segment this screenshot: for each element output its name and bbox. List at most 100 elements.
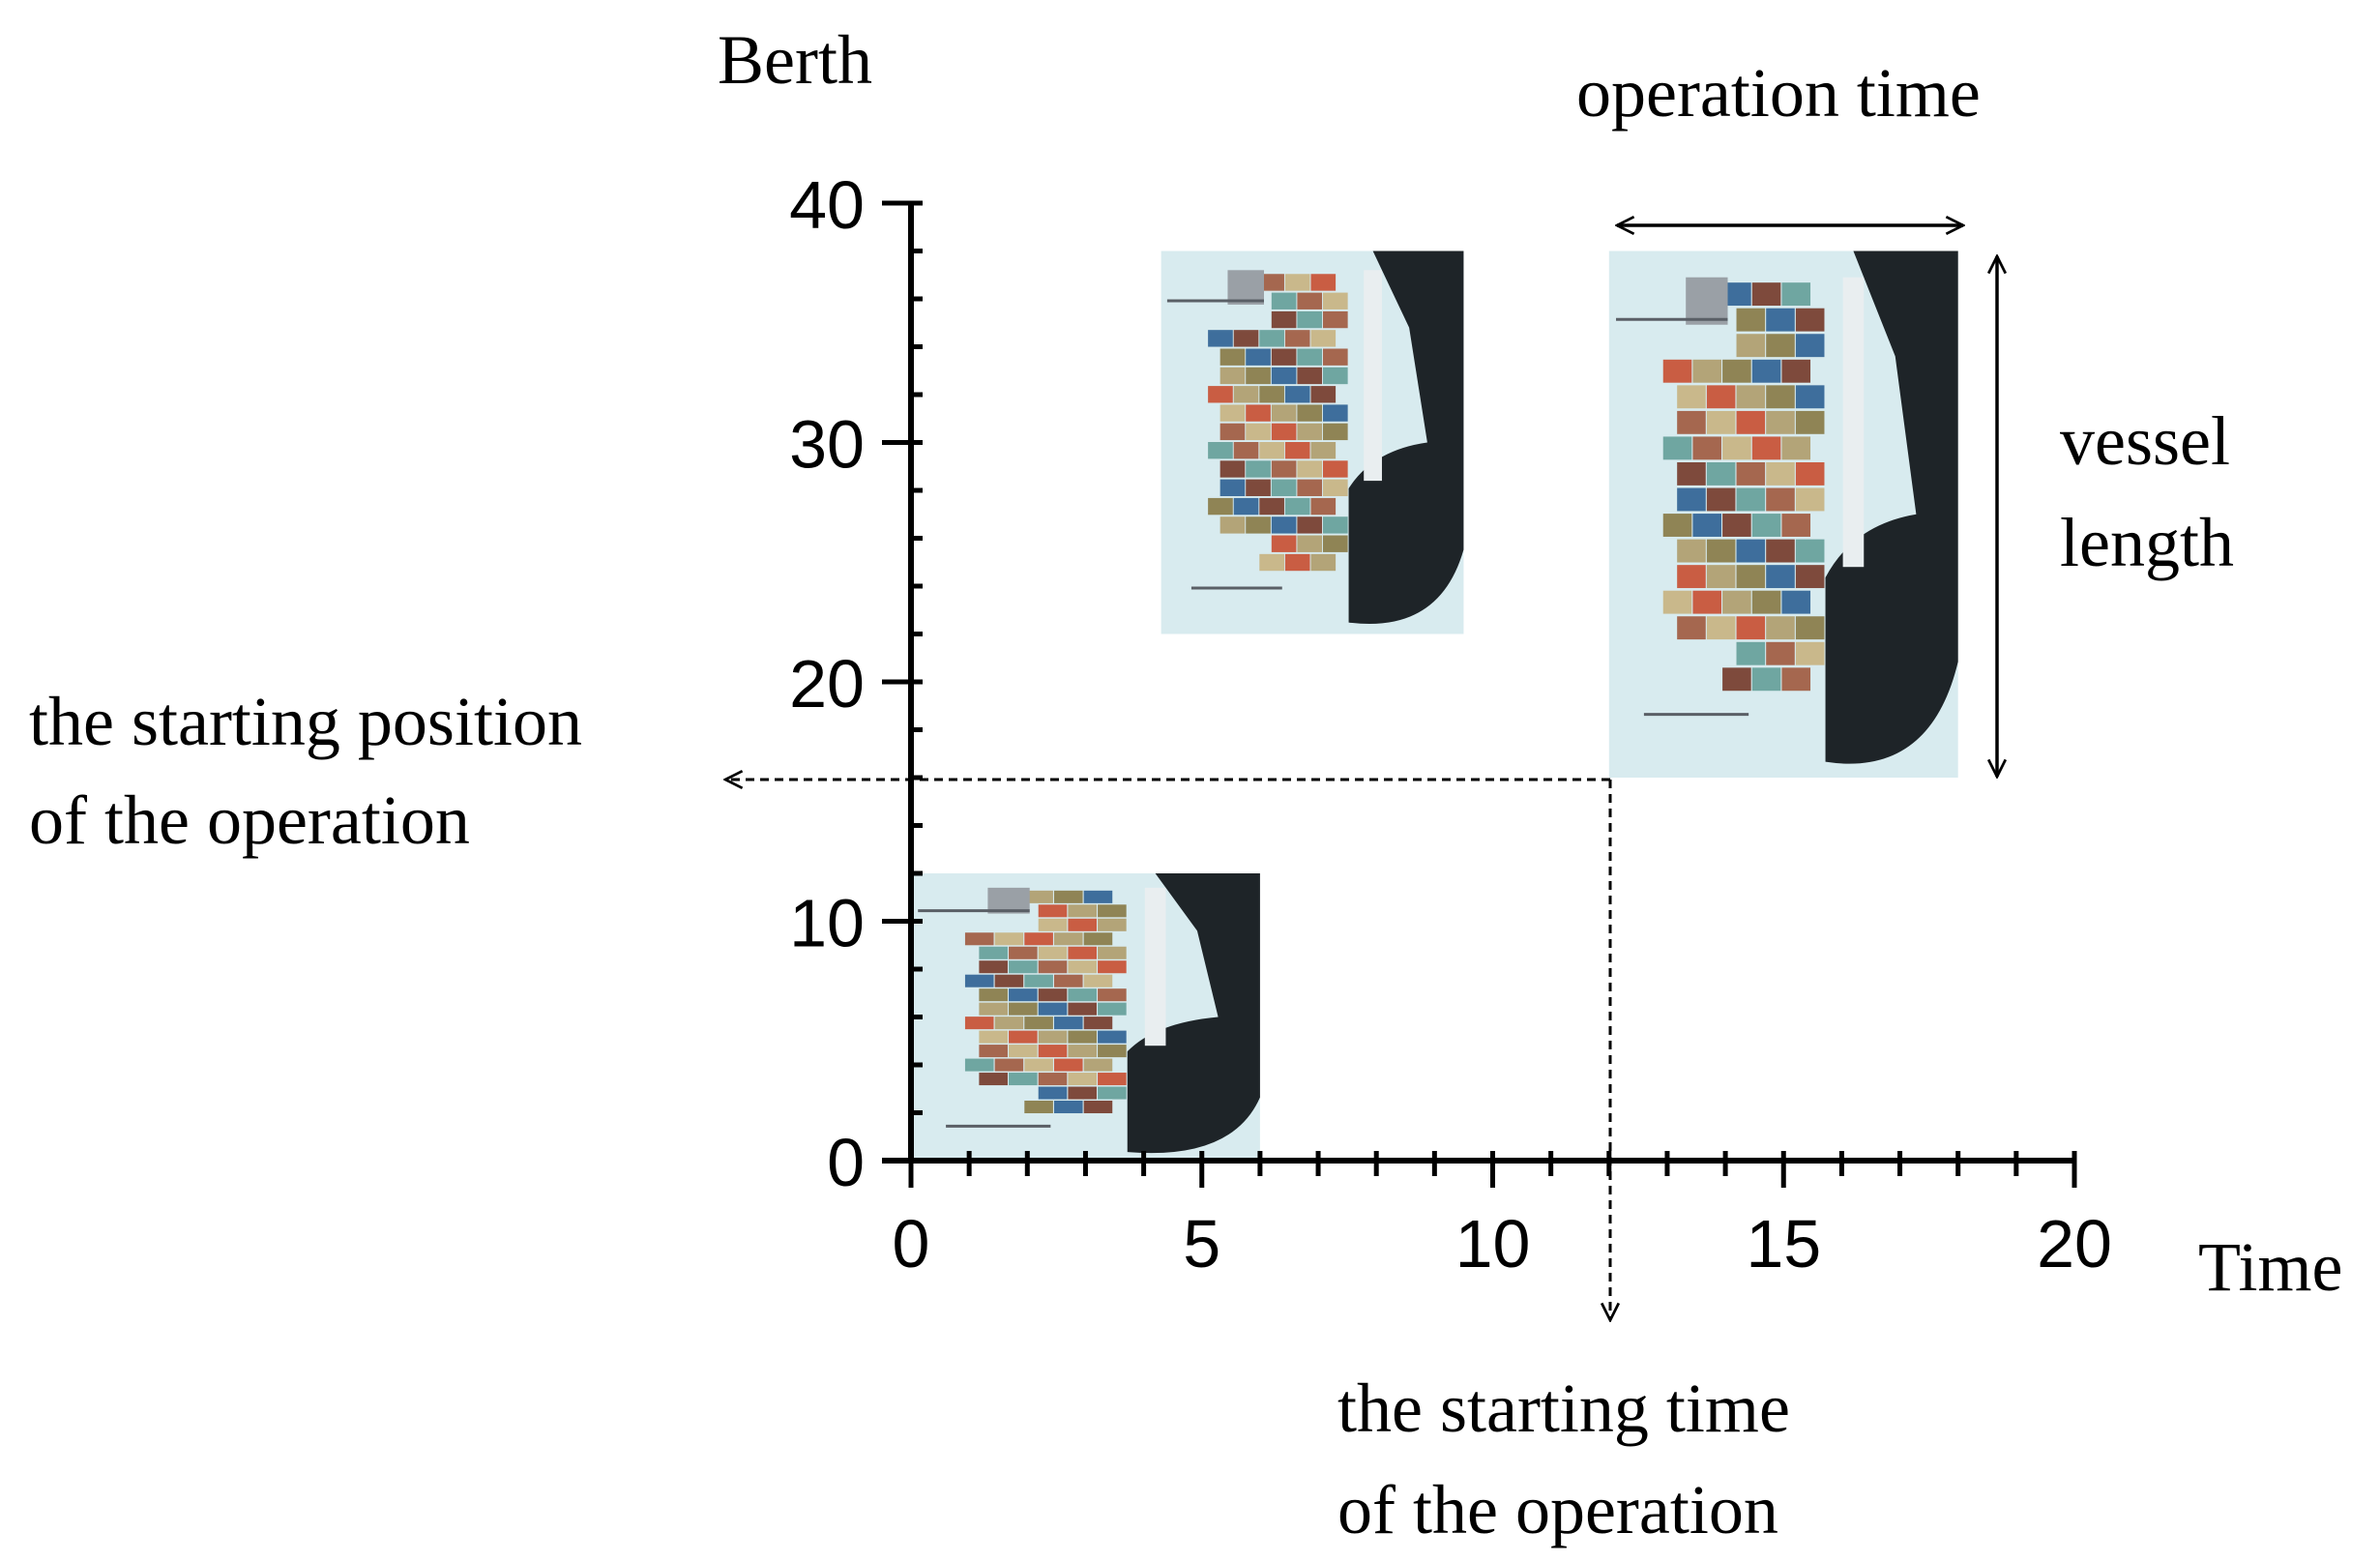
container — [1219, 348, 1246, 366]
container — [1271, 404, 1297, 422]
container — [1271, 516, 1297, 534]
container — [1219, 367, 1246, 385]
container — [1271, 479, 1297, 496]
container — [1677, 565, 1706, 589]
container — [1038, 1073, 1068, 1086]
container — [1259, 497, 1284, 516]
container — [1068, 1002, 1097, 1016]
container — [979, 1045, 1008, 1058]
y-axis-label: Berth — [718, 21, 872, 99]
container — [1736, 565, 1766, 589]
container — [1233, 386, 1259, 403]
container — [979, 1073, 1008, 1086]
container — [1795, 565, 1825, 589]
container — [1038, 1030, 1068, 1044]
container — [1677, 385, 1706, 409]
x-tick-label: 20 — [2037, 1206, 2112, 1282]
container — [1246, 348, 1271, 366]
container — [1722, 282, 1751, 307]
y-tick-label: 30 — [789, 407, 865, 483]
vessel-block — [1608, 251, 1958, 778]
container — [1722, 436, 1751, 460]
container — [1083, 1058, 1113, 1072]
container — [1662, 436, 1692, 460]
container — [1053, 974, 1083, 987]
container — [1736, 334, 1766, 358]
container — [1692, 359, 1722, 383]
container — [1053, 932, 1083, 946]
container — [979, 960, 1008, 974]
y-tick-label: 20 — [789, 646, 865, 722]
container — [1098, 1002, 1127, 1016]
vessel-block — [1161, 251, 1464, 634]
container — [1219, 423, 1246, 441]
container — [1751, 667, 1781, 692]
container — [1736, 410, 1766, 434]
container — [1795, 641, 1825, 665]
container — [979, 1030, 1008, 1044]
container — [1706, 616, 1736, 640]
container — [1098, 904, 1127, 918]
container — [1736, 641, 1766, 665]
vessel-bridge — [1227, 270, 1264, 305]
container — [1781, 590, 1811, 614]
container — [1322, 404, 1348, 422]
container — [1662, 590, 1692, 614]
container — [1751, 282, 1781, 307]
container — [1322, 348, 1348, 366]
container — [1038, 988, 1068, 1002]
container — [1297, 348, 1323, 366]
container — [1009, 1073, 1038, 1086]
container — [1795, 334, 1825, 358]
container — [1297, 310, 1323, 329]
container — [1068, 1045, 1097, 1058]
container — [1083, 974, 1113, 987]
container — [1098, 1073, 1127, 1086]
container — [1024, 1017, 1053, 1030]
container — [1208, 386, 1233, 403]
container — [1053, 1101, 1083, 1114]
container — [1722, 590, 1751, 614]
container — [1706, 487, 1736, 512]
container — [1322, 310, 1348, 329]
container — [1781, 359, 1811, 383]
container — [1024, 932, 1053, 946]
container — [1751, 590, 1781, 614]
container — [1795, 385, 1825, 409]
container — [1795, 539, 1825, 563]
container — [1766, 308, 1795, 332]
x-axis-label: Time — [2198, 1228, 2342, 1306]
container — [1297, 423, 1323, 441]
container — [1271, 292, 1297, 309]
container — [1692, 590, 1722, 614]
container — [1024, 1058, 1053, 1072]
container — [1662, 359, 1692, 383]
container — [1722, 359, 1751, 383]
container — [1083, 1101, 1113, 1114]
container — [1310, 553, 1337, 572]
container — [1098, 988, 1127, 1002]
container — [1322, 423, 1348, 441]
x-tick-label: 0 — [893, 1206, 930, 1282]
container — [1271, 310, 1297, 329]
container — [964, 1058, 994, 1072]
container — [1271, 535, 1297, 552]
container — [1310, 330, 1337, 347]
container — [1766, 385, 1795, 409]
container — [1795, 461, 1825, 486]
container — [1259, 442, 1284, 459]
container — [1083, 932, 1113, 946]
container — [1297, 367, 1323, 385]
container — [1781, 436, 1811, 460]
container — [1009, 1030, 1038, 1044]
container — [1259, 386, 1284, 403]
container — [1009, 988, 1038, 1002]
container — [1053, 1017, 1083, 1030]
vessel-deck — [1144, 887, 1166, 1046]
container — [1795, 410, 1825, 434]
container — [1053, 1058, 1083, 1072]
container — [1009, 1045, 1038, 1058]
container — [1766, 487, 1795, 512]
vessel-hull — [1127, 873, 1260, 1154]
